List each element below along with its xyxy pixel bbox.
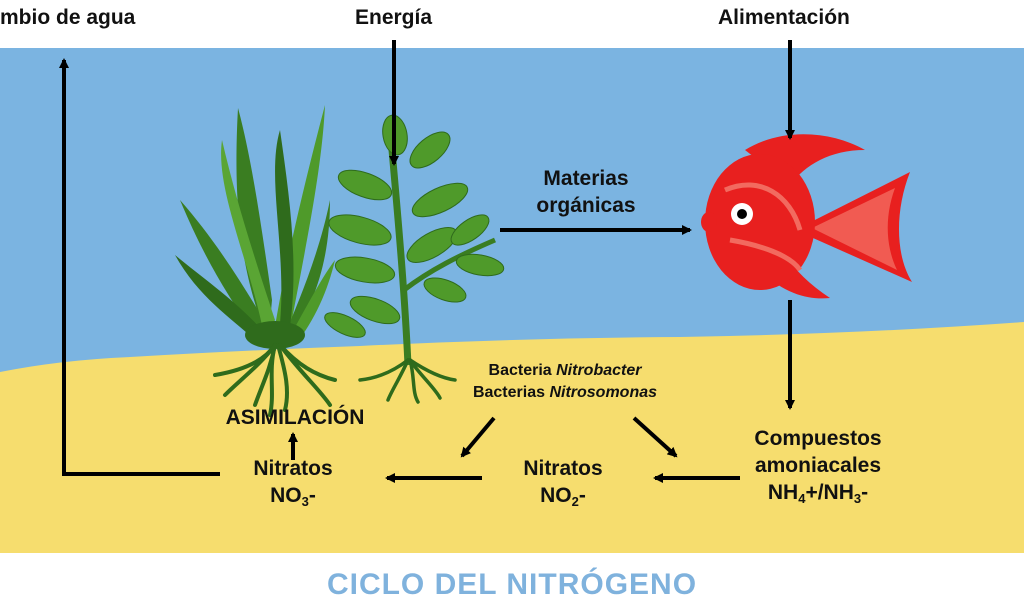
arrow-bacteria-left [460,416,496,458]
assimilation-label: ASIMILACIÓN [225,406,365,429]
ammonia-compounds-label: Compuestos amoniacales NH4+/NH3- [754,427,882,506]
feeding-label: Alimentación [718,6,850,29]
nitrates-no3-label: Nitratos NO3- [253,457,333,509]
water-change-label: mbio de agua [0,6,136,29]
diagram-title: CICLO DEL NITRÓGENO [326,568,698,601]
fish-icon [701,134,912,299]
sand-area [0,322,1024,553]
organic-matter-label: Materias orgánicas [536,167,636,217]
nitrites-no2-label: Nitratos NO2- [523,457,603,509]
cycle-arrows [59,40,795,483]
leafy-plant-icon [324,114,505,404]
grass-plant-icon [175,105,337,417]
bacteria-label: Bacteria Nitrobacter Bacterias Nitrosomo… [472,362,658,401]
energy-label: Energía [355,6,433,29]
arrow-water-change [59,58,220,476]
arrow-bacteria-right [632,416,678,458]
